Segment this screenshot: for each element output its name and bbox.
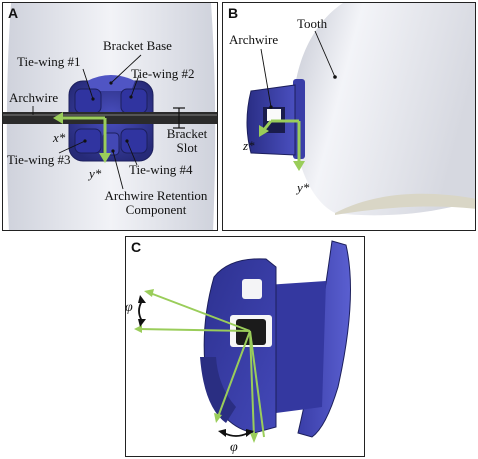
tie-wing-2-shape bbox=[120, 88, 148, 114]
coordinate-axes-b bbox=[259, 119, 305, 171]
label-z-axis-b: z* bbox=[243, 138, 255, 153]
label-archwire-b: Archwire bbox=[229, 32, 279, 47]
label-x-axis-a: x* bbox=[53, 130, 66, 145]
rotation-rays bbox=[137, 292, 265, 438]
coordinate-axes-a bbox=[53, 112, 111, 163]
phi-arrow-left bbox=[138, 300, 143, 322]
label-y-axis-b: y* bbox=[297, 180, 310, 195]
panel-letter-b: B bbox=[228, 5, 239, 21]
label-tooth: Tooth bbox=[297, 16, 328, 31]
retention-component bbox=[102, 132, 120, 156]
tie-wing-1-shape bbox=[74, 88, 102, 114]
label-bracket-slot-line2: Slot bbox=[176, 140, 198, 155]
panel-letter-c: C bbox=[131, 239, 142, 255]
label-retention-line1: Archwire Retention bbox=[104, 188, 208, 203]
label-phi-bottom: φ bbox=[230, 440, 238, 455]
label-bracket-base: Bracket Base bbox=[103, 38, 172, 53]
panel-c: C bbox=[125, 236, 365, 457]
archwire-bar bbox=[3, 112, 217, 124]
label-archwire-retention: Archwire Retention Component bbox=[93, 188, 217, 217]
bracket-base-side bbox=[293, 79, 305, 159]
label-bracket-slot: Bracket Slot bbox=[159, 127, 215, 155]
bracket-back-block bbox=[266, 281, 326, 413]
panel-b-figure bbox=[246, 3, 475, 216]
label-tie-wing-2: Tie-wing #2 bbox=[131, 66, 195, 81]
label-tie-wing-1: Tie-wing #1 bbox=[17, 54, 81, 69]
panel-b: B bbox=[222, 2, 476, 231]
phi-arrow-bottom bbox=[223, 432, 249, 437]
panel-a: A bbox=[2, 2, 218, 231]
label-tie-wing-3: Tie-wing #3 bbox=[7, 152, 71, 167]
panel-c-figure bbox=[134, 240, 351, 443]
panel-letter-a: A bbox=[8, 5, 19, 21]
label-bracket-slot-line1: Bracket bbox=[166, 126, 208, 141]
label-retention-line2: Component bbox=[125, 202, 187, 217]
label-archwire-a: Archwire bbox=[9, 90, 59, 105]
label-y-axis-a: y* bbox=[89, 166, 102, 181]
label-phi-left: φ bbox=[125, 300, 133, 315]
label-tie-wing-4: Tie-wing #4 bbox=[129, 162, 193, 177]
tooth-side-shape bbox=[293, 3, 475, 216]
tie-wing-3-shape bbox=[74, 128, 102, 154]
panel-a-figure bbox=[3, 3, 217, 230]
bracket-hook-hole bbox=[242, 279, 262, 299]
tie-wing-4-shape bbox=[120, 128, 148, 154]
